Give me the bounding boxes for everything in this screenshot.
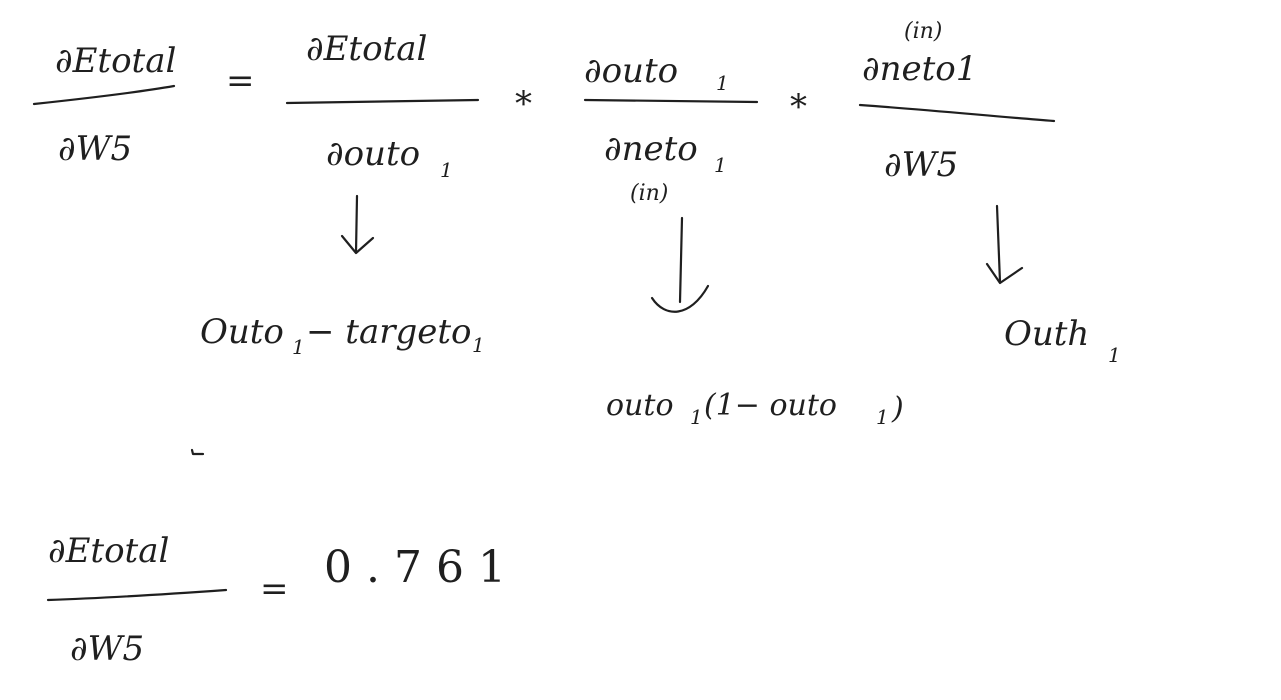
lhs-denominator: ∂W5 xyxy=(58,129,132,169)
term2-fraction: ∂outo 1 ∂neto 1 (in) xyxy=(583,51,759,206)
term3-result: Outh 1 xyxy=(1004,314,1121,367)
arrow-term1 xyxy=(340,194,375,255)
term1-result-main: Outo xyxy=(200,312,284,352)
term2-fraction-bar xyxy=(583,98,759,104)
term2-result: outo 1 (1− outo 1 ) xyxy=(606,388,904,429)
term3-result-sub: 1 xyxy=(1108,343,1121,367)
term3-fraction-bar xyxy=(858,103,1056,123)
lhs-fraction-bar xyxy=(32,84,176,106)
multiply-sign-2: * xyxy=(790,87,807,127)
final-denominator: ∂W5 xyxy=(70,629,144,669)
multiply-sign-1: * xyxy=(515,84,532,124)
final-fraction: ∂Etotal ∂W5 xyxy=(46,531,228,669)
term2-numerator: ∂outo xyxy=(584,51,678,91)
equals-sign: = xyxy=(226,61,255,101)
term3-result-main: Outh xyxy=(1004,314,1089,354)
lhs-fraction: ∂Etotal ∂W5 xyxy=(32,41,176,169)
arrow-term3 xyxy=(985,204,1024,285)
final-fraction-bar xyxy=(46,588,228,602)
term3-fraction: (in) ∂neto1 ∂W5 xyxy=(858,19,1056,185)
term2-numerator-sub: 1 xyxy=(716,71,729,95)
term3-denominator: ∂W5 xyxy=(884,145,958,185)
final-equals-sign: = xyxy=(260,569,289,609)
term2-annotation: (in) xyxy=(630,181,668,206)
term2-denominator: ∂neto xyxy=(604,129,698,169)
term1-denominator: ∂outo xyxy=(326,134,420,174)
term1-fraction: ∂Etotal ∂outo 1 xyxy=(285,29,480,182)
term2-result-rest: (1− outo xyxy=(704,388,837,423)
final-numerator: ∂Etotal xyxy=(48,531,169,571)
term1-numerator: ∂Etotal xyxy=(306,29,427,69)
term2-result-main: outo xyxy=(606,388,674,423)
term1-result: Outo 1 − targeto 1 xyxy=(200,312,485,359)
term1-fraction-bar xyxy=(285,98,480,105)
stray-mark xyxy=(190,448,205,456)
arrow-term2 xyxy=(650,216,710,313)
term3-annotation: (in) xyxy=(904,19,942,44)
term2-result-rest-sub: 1 xyxy=(876,405,889,429)
term2-result-close: ) xyxy=(891,391,904,426)
term1-result-sub: 1 xyxy=(292,335,305,359)
lhs-numerator: ∂Etotal xyxy=(55,41,176,81)
term3-numerator: ∂neto1 xyxy=(862,49,977,89)
term1-denominator-sub: 1 xyxy=(440,158,453,182)
term2-denominator-sub: 1 xyxy=(714,153,727,177)
term1-result-rest-sub: 1 xyxy=(472,333,485,357)
final-value: 0.761 xyxy=(324,542,520,593)
term1-result-rest: − targeto xyxy=(306,312,472,352)
term2-result-sub: 1 xyxy=(690,405,703,429)
